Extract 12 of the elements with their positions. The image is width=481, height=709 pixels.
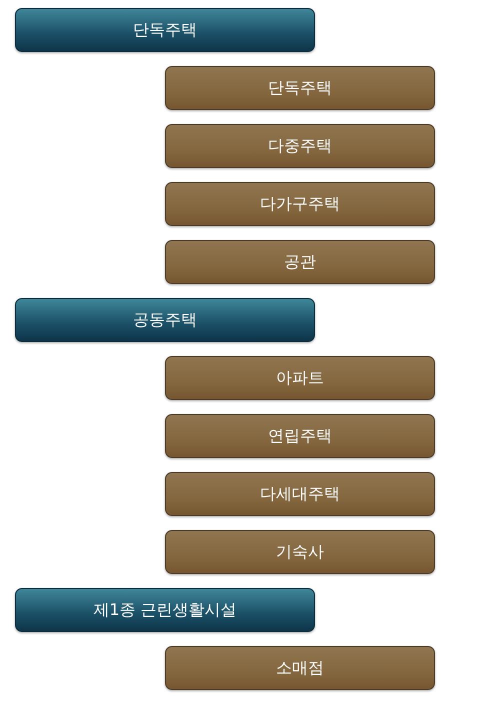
- subcategory-button: 다중주택: [165, 124, 435, 168]
- category-button: 제1종 근린생활시설: [15, 588, 315, 632]
- category-button: 단독주택: [15, 8, 315, 52]
- subcategory-button: 기숙사: [165, 530, 435, 574]
- subcategory-button: 다가구주택: [165, 182, 435, 226]
- subcategory-button: 다세대주택: [165, 472, 435, 516]
- subcategory-button: 단독주택: [165, 66, 435, 110]
- subcategory-button: 연립주택: [165, 414, 435, 458]
- subcategory-button: 아파트: [165, 356, 435, 400]
- category-button: 공동주택: [15, 298, 315, 342]
- subcategory-button: 공관: [165, 240, 435, 284]
- subcategory-button: 소매점: [165, 646, 435, 690]
